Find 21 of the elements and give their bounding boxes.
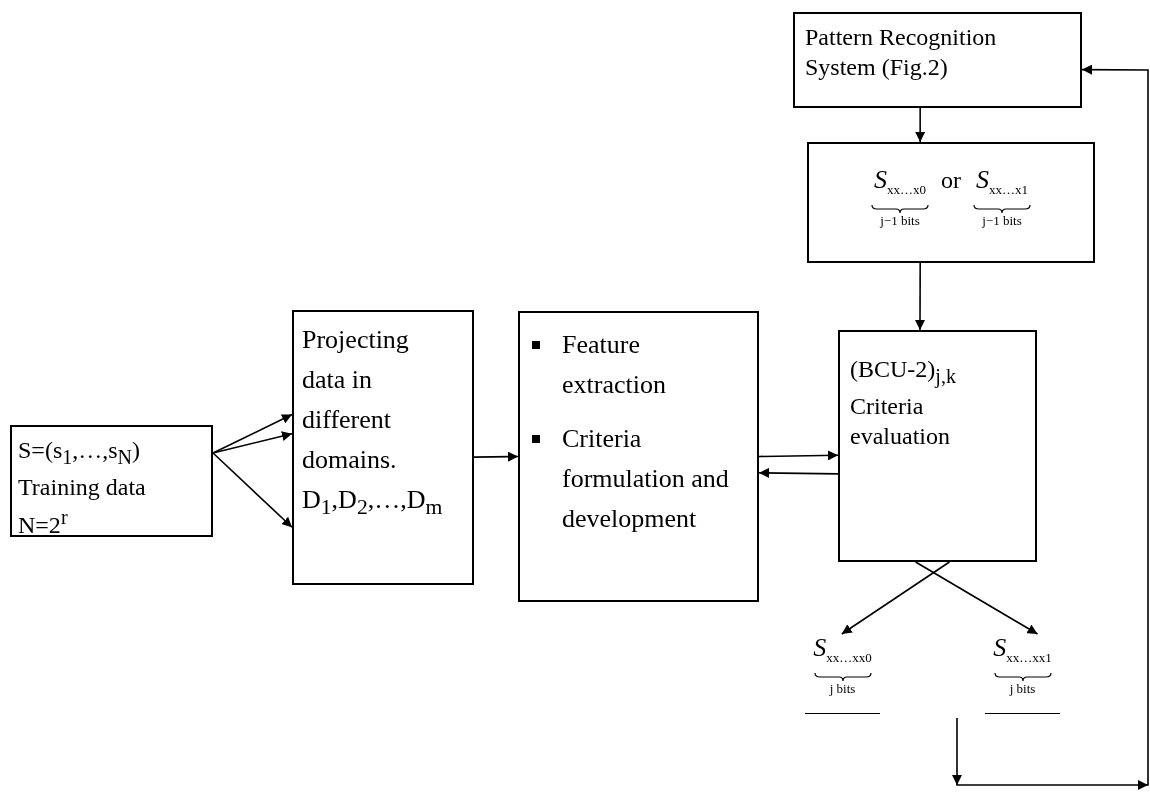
math-term: S$_{xx…xx1}$ xyxy=(993,634,1052,668)
box-text: Projecting data in different domains. D$_{1}$,D$_{2}$,…,D$_{m}$ xyxy=(302,324,442,522)
process-box xyxy=(10,425,213,537)
brace-label: j bits xyxy=(829,682,856,697)
brace-label: j−1 bits xyxy=(880,214,920,229)
brace-label: j−1 bits xyxy=(982,214,1022,229)
math-term: S$_{xx…x0}$ xyxy=(874,166,926,200)
connector-word: or xyxy=(941,166,961,194)
process-box xyxy=(838,330,1037,562)
box-text: (BCU-2)$_{j,k}$ Criteria evaluation xyxy=(850,355,957,451)
process-box xyxy=(518,311,759,602)
process-box xyxy=(807,142,1095,263)
process-box xyxy=(793,12,1082,108)
math-term: S$_{xx…x1}$ xyxy=(976,166,1028,200)
process-box xyxy=(292,310,474,585)
brace-label: j bits xyxy=(1009,682,1036,697)
box-text: S=(s$_{1}$,…,s$_{N}$) Training data N=2$^{r}$ xyxy=(18,436,147,540)
bullet-text: Criteria formulation and development xyxy=(562,423,730,535)
math-term: S$_{xx…xx0}$ xyxy=(813,634,872,668)
bullet-text: Feature extraction xyxy=(562,329,667,401)
box-text: Pattern Recognition System (Fig.2) xyxy=(805,23,998,82)
